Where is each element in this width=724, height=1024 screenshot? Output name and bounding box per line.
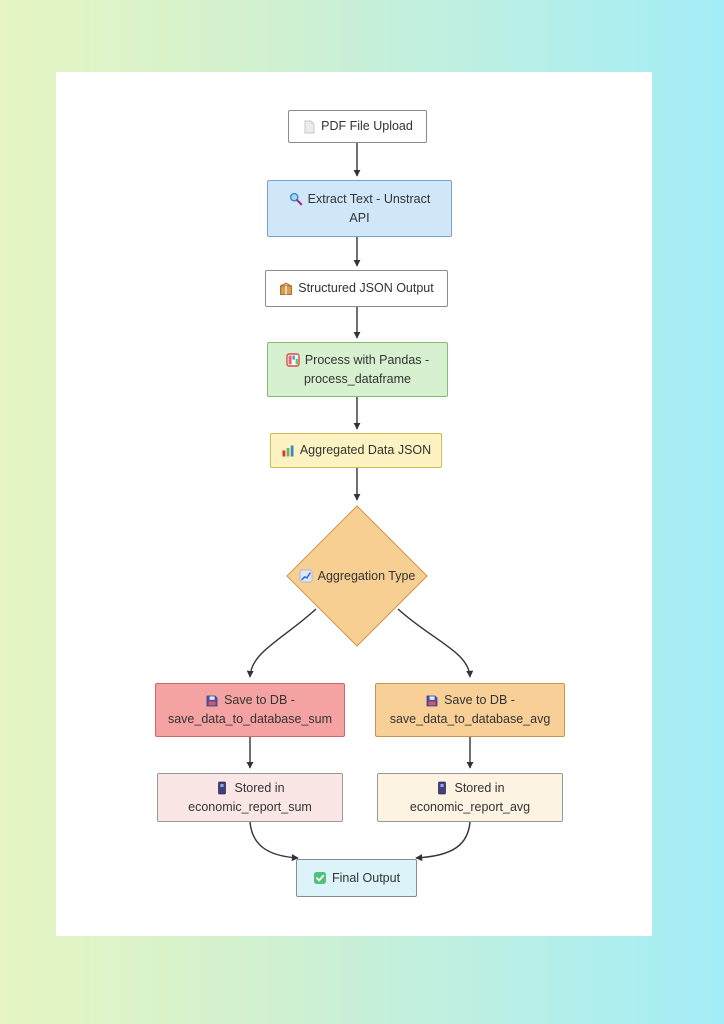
- node-label-2: economic_report_sum: [188, 799, 312, 814]
- node-label: Save to DB -: [444, 693, 515, 707]
- dataframe-icon: [286, 353, 300, 367]
- node-line: economic_report_sum: [188, 798, 312, 817]
- node-line: Save to DB -: [425, 691, 515, 710]
- node-line: Stored in: [435, 779, 505, 798]
- magnifier-icon: [289, 192, 303, 206]
- node-line: Final Output: [313, 869, 400, 888]
- node-process-pandas: Process with Pandas - process_dataframe: [267, 342, 448, 397]
- notebook-icon: [435, 781, 449, 795]
- node-stored-avg: Stored in economic_report_avg: [377, 773, 563, 822]
- node-line: API: [349, 209, 369, 228]
- node-label: Aggregation Type: [317, 569, 416, 583]
- node-line: economic_report_avg: [410, 798, 530, 817]
- node-label: Structured JSON Output: [298, 281, 434, 295]
- node-label: Extract Text - Unstract: [307, 191, 431, 206]
- node-line: process_dataframe: [304, 370, 411, 389]
- node-label: PDF File Upload: [321, 119, 413, 133]
- node-pdf-upload: PDF File Upload: [288, 110, 427, 143]
- node-structured-json: Structured JSON Output: [265, 270, 448, 307]
- package-icon: [279, 282, 293, 296]
- node-line: save_data_to_database_avg: [390, 710, 551, 729]
- node-line: Save to DB -: [205, 691, 295, 710]
- notebook-icon: [215, 781, 229, 795]
- node-aggregated-json: Aggregated Data JSON: [270, 433, 442, 468]
- node-save-db-avg: Save to DB - save_data_to_database_avg: [375, 683, 565, 737]
- node-label: Stored in: [234, 780, 285, 795]
- node-label: Final Output: [331, 870, 401, 885]
- node-label: Save to DB -: [224, 693, 295, 707]
- node-line: Structured JSON Output: [279, 279, 434, 298]
- bar-chart-icon: [281, 444, 295, 458]
- node-final-output: Final Output: [296, 859, 417, 897]
- node-label: Process with Pandas -: [304, 352, 430, 367]
- floppy-disk-icon: [425, 694, 439, 708]
- node-line: Stored in: [215, 779, 285, 798]
- floppy-disk-icon: [205, 694, 219, 708]
- check-icon: [313, 871, 327, 885]
- node-label-2: API: [349, 210, 370, 225]
- node-line: save_data_to_database_sum: [168, 710, 332, 729]
- node-label-2: save_data_to_database_sum: [167, 712, 332, 726]
- node-label: Aggregated Data JSON: [299, 443, 432, 457]
- node-label-2: process_dataframe: [303, 371, 411, 386]
- node-aggregation-type: Aggregation Type: [286, 505, 428, 647]
- node-label-2: save_data_to_database_avg: [389, 712, 551, 726]
- node-line: Process with Pandas -: [286, 351, 429, 370]
- node-label-2: economic_report_avg: [409, 799, 531, 814]
- node-stored-sum: Stored in economic_report_sum: [157, 773, 343, 822]
- node-line: Aggregation Type: [286, 505, 428, 647]
- node-extract-text: Extract Text - Unstract API: [267, 180, 452, 237]
- node-line: PDF File Upload: [302, 117, 413, 136]
- node-line: Aggregated Data JSON: [281, 441, 431, 460]
- node-label: Stored in: [454, 780, 505, 795]
- trend-chart-icon: [299, 569, 313, 583]
- node-line: Extract Text - Unstract: [289, 190, 431, 209]
- node-save-db-sum: Save to DB - save_data_to_database_sum: [155, 683, 345, 737]
- pdf-page-icon: [302, 120, 316, 134]
